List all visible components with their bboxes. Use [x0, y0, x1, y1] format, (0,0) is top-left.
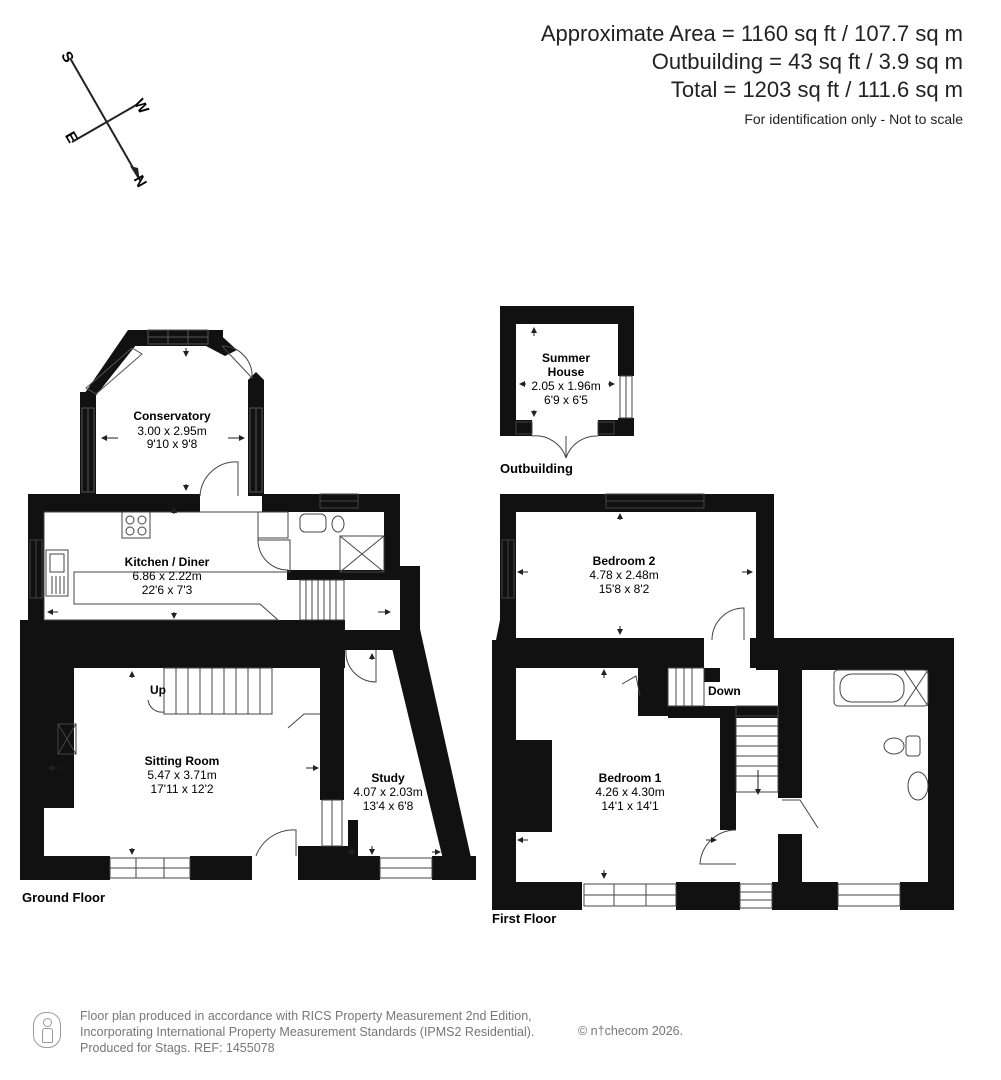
conservatory-metric: 3.00 x 2.95m: [137, 424, 206, 438]
approximate-area: Approximate Area = 1160 sq ft / 107.7 sq…: [540, 21, 963, 46]
sitting-room-metric: 5.47 x 3.71m: [147, 768, 216, 782]
compass-icon: S N W E: [57, 49, 152, 191]
person-icon: [33, 1012, 61, 1048]
sitting-room-imperial: 17'11 x 12'2: [150, 782, 213, 796]
footer-line-2: Incorporating International Property Mea…: [80, 1025, 535, 1039]
sitting-room-fittings: [57, 667, 433, 879]
footer: Floor plan produced in accordance with R…: [80, 1008, 534, 1056]
area-summary: Approximate Area = 1160 sq ft / 107.7 sq…: [541, 20, 963, 130]
floor-plan: S N W E: [20, 49, 954, 926]
first-floor-fittings: [501, 493, 929, 909]
compass-west-label: W: [130, 96, 152, 117]
summer-house-metric: 2.05 x 1.96m: [531, 379, 600, 393]
conservatory-door: [221, 345, 253, 380]
first-floor-walls: [492, 494, 954, 910]
identification-note: For identification only - Not to scale: [744, 111, 963, 127]
kitchen-fittings: [29, 493, 385, 683]
bedroom-1-name: Bedroom 1: [599, 771, 662, 785]
first-floor-dimension-arrows: [517, 513, 753, 879]
kitchen-name: Kitchen / Diner: [125, 555, 210, 569]
conservatory-windows: [81, 329, 263, 493]
footer-line-3: Produced for Stags. REF: 1455078: [80, 1041, 275, 1055]
ground-floor-dimension-arrows: [47, 348, 441, 855]
first-floor-label: First Floor: [492, 911, 556, 926]
outbuilding-label: Outbuilding: [500, 461, 573, 476]
bedroom-2-metric: 4.78 x 2.48m: [589, 568, 658, 582]
stairs-down-label: Down: [708, 684, 741, 698]
study-name: Study: [371, 771, 405, 785]
compass-east-label: E: [61, 129, 81, 146]
total-area: Total = 1203 sq ft / 111.6 sq m: [670, 77, 963, 102]
summer-house-name-line2: House: [548, 365, 585, 379]
outbuilding-walls: [500, 306, 634, 436]
kitchen-metric: 6.86 x 2.22m: [132, 569, 201, 583]
conservatory-imperial: 9'10 x 9'8: [147, 437, 198, 451]
outbuilding-area: Outbuilding = 43 sq ft / 3.9 sq m: [651, 49, 963, 74]
ground-floor-label: Ground Floor: [22, 890, 105, 905]
outbuilding-fittings: [515, 327, 633, 459]
bedroom-2-imperial: 15'8 x 8'2: [599, 582, 650, 596]
kitchen-conservatory-door: [199, 461, 239, 497]
sitting-room-name: Sitting Room: [145, 754, 220, 768]
copyright-credit: © n†checom 2026.: [578, 1024, 684, 1038]
bedroom-2-name: Bedroom 2: [593, 554, 656, 568]
summer-house-imperial: 6'9 x 6'5: [544, 393, 588, 407]
conservatory-name: Conservatory: [133, 409, 211, 423]
compass-south-label: S: [57, 49, 77, 66]
compass-north-label: N: [130, 172, 150, 190]
bedroom-1-metric: 4.26 x 4.30m: [595, 785, 664, 799]
summer-house-name-line1: Summer: [542, 351, 590, 365]
stairs-up-label: Up: [150, 683, 166, 697]
bedroom-1-imperial: 14'1 x 14'1: [601, 799, 659, 813]
study-metric: 4.07 x 2.03m: [353, 785, 422, 799]
kitchen-imperial: 22'6 x 7'3: [142, 583, 193, 597]
footer-line-1: Floor plan produced in accordance with R…: [80, 1009, 532, 1023]
study-imperial: 13'4 x 6'8: [363, 799, 414, 813]
